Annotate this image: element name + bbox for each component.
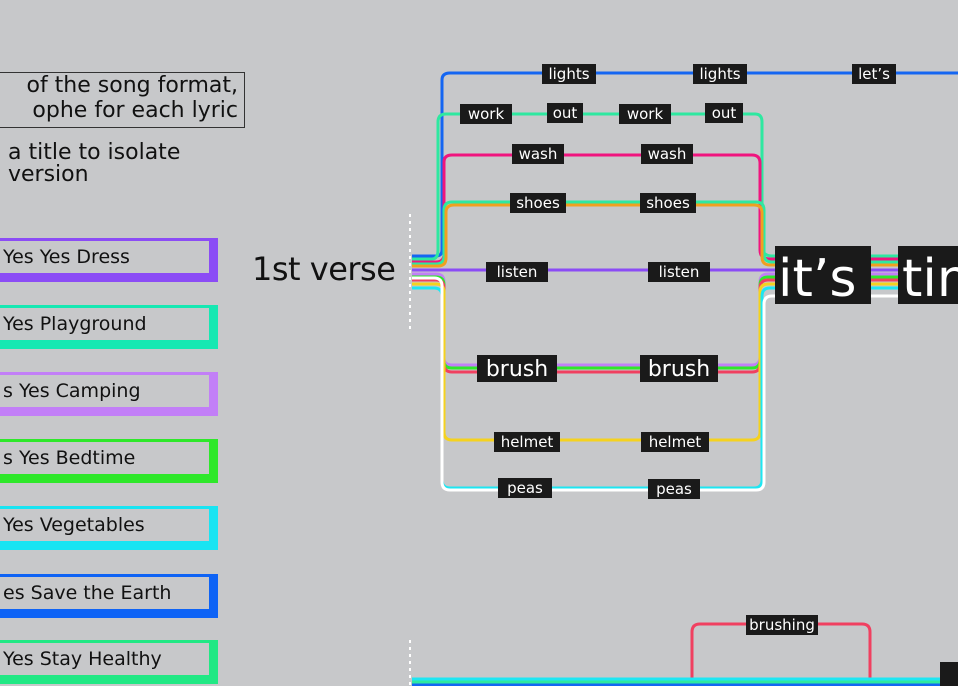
path-brush-green: [412, 275, 958, 370]
word-brush-1: brush: [486, 357, 548, 382]
path-white: [412, 276, 958, 492]
hint-line-2: version: [8, 162, 89, 187]
song-button[interactable]: s Yes Bedtime: [0, 439, 212, 477]
word-shoes-2: shoes: [646, 194, 690, 212]
word-helmet-2: helmet: [649, 433, 702, 451]
path-blue: [412, 71, 958, 258]
info-line-1: of the song format,: [26, 73, 238, 98]
word-lights-2: lights: [699, 65, 740, 83]
info-box: of the song format, ophe for each lyric: [0, 72, 245, 128]
song-button[interactable]: s Yes Camping: [0, 372, 212, 410]
word-helmet-1: helmet: [501, 433, 554, 451]
path-brush-purple: [412, 272, 958, 367]
word-work-2: work: [627, 105, 664, 123]
hint-line-1: a title to isolate: [8, 140, 181, 165]
word-out-1: out: [553, 104, 578, 122]
song-button[interactable]: Yes Stay Healthy: [0, 640, 212, 678]
word-work-1: work: [468, 105, 505, 123]
verse-label: 1st verse: [252, 250, 396, 288]
hint-text: a title to isolate version: [8, 142, 180, 186]
word-brushing: brushing: [749, 616, 815, 634]
word-peas-2: peas: [656, 480, 692, 498]
word-wash-2: wash: [648, 145, 687, 163]
path-shoes-green: [412, 200, 958, 266]
word-its: it’s: [778, 249, 856, 309]
word-wash-1: wash: [519, 145, 558, 163]
path-green: [412, 112, 958, 261]
word-out-2: out: [712, 104, 737, 122]
word-lights-1: lights: [548, 65, 589, 83]
info-line-2: ophe for each lyric: [32, 98, 238, 123]
song-button[interactable]: Yes Yes Dress: [0, 238, 212, 276]
word-listen-1: listen: [497, 263, 538, 281]
song-button[interactable]: es Save the Earth: [0, 574, 212, 612]
word-brush-2: brush: [648, 357, 710, 382]
word-time: tin: [902, 249, 958, 309]
word-peas-1: peas: [507, 479, 543, 497]
word-lets: let’s: [858, 65, 890, 83]
word-shoes-1: shoes: [516, 194, 560, 212]
word-listen-2: listen: [659, 263, 700, 281]
path-shoes-orange: [412, 203, 958, 268]
song-button[interactable]: Yes Playground: [0, 305, 212, 343]
path-cyan: [412, 286, 958, 490]
song-button[interactable]: Yes Vegetables: [0, 506, 212, 544]
